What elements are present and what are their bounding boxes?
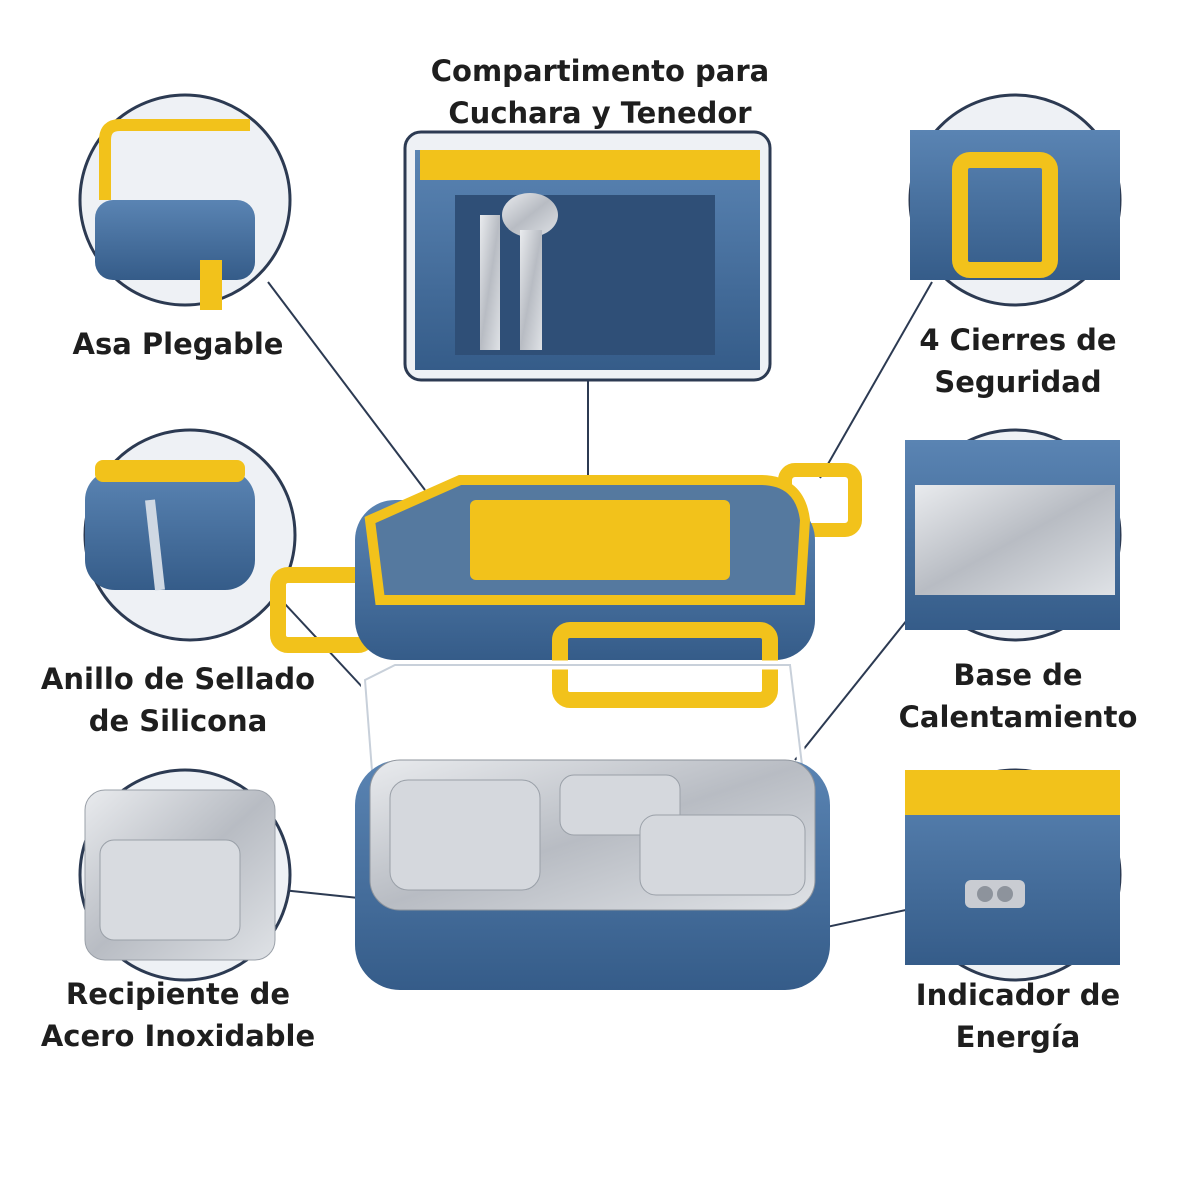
- cutlery-lid: [470, 500, 730, 580]
- label-safety-locks: 4 Cierres de Seguridad: [919, 319, 1116, 403]
- label-line: Cuchara y Tenedor: [448, 96, 752, 130]
- label-line: Indicador de: [915, 978, 1121, 1012]
- label-line: 4 Cierres de: [919, 323, 1117, 357]
- label-line: Base de: [953, 658, 1083, 692]
- label-heating-base: Base de Calentamiento: [899, 654, 1138, 738]
- detail-box-cutlery: [403, 130, 772, 382]
- label-line: Calentamiento: [898, 700, 1138, 734]
- lunchbox-product: [270, 463, 862, 990]
- detail-circle-container: [78, 768, 292, 982]
- detail-circle-seal: [83, 428, 297, 642]
- detail-circle-handle: [78, 93, 292, 310]
- label-line: Compartimento para: [430, 54, 770, 88]
- connector-locks: [819, 281, 933, 479]
- label-line: Asa Plegable: [72, 327, 284, 361]
- label-line: Anillo de Sellado: [40, 662, 316, 696]
- label-line: Energía: [955, 1020, 1081, 1054]
- connector-heating: [794, 609, 916, 761]
- detail-circle-heating: [905, 428, 1122, 642]
- label-line: Recipiente de: [65, 977, 291, 1011]
- label-folding-handle: Asa Plegable: [73, 323, 284, 365]
- label-line: de Silicona: [88, 704, 268, 738]
- connector-handle: [267, 281, 426, 491]
- detail-circle-locks: [908, 93, 1122, 307]
- label-steel-container: Recipiente de Acero Inoxidable: [41, 973, 315, 1057]
- label-power-indicator: Indicador de Energía: [916, 974, 1120, 1058]
- label-silicone-seal: Anillo de Sellado de Silicona: [41, 658, 315, 742]
- label-line: Acero Inoxidable: [40, 1019, 316, 1053]
- label-line: Seguridad: [934, 365, 1102, 399]
- detail-circle-indicator: [905, 768, 1122, 982]
